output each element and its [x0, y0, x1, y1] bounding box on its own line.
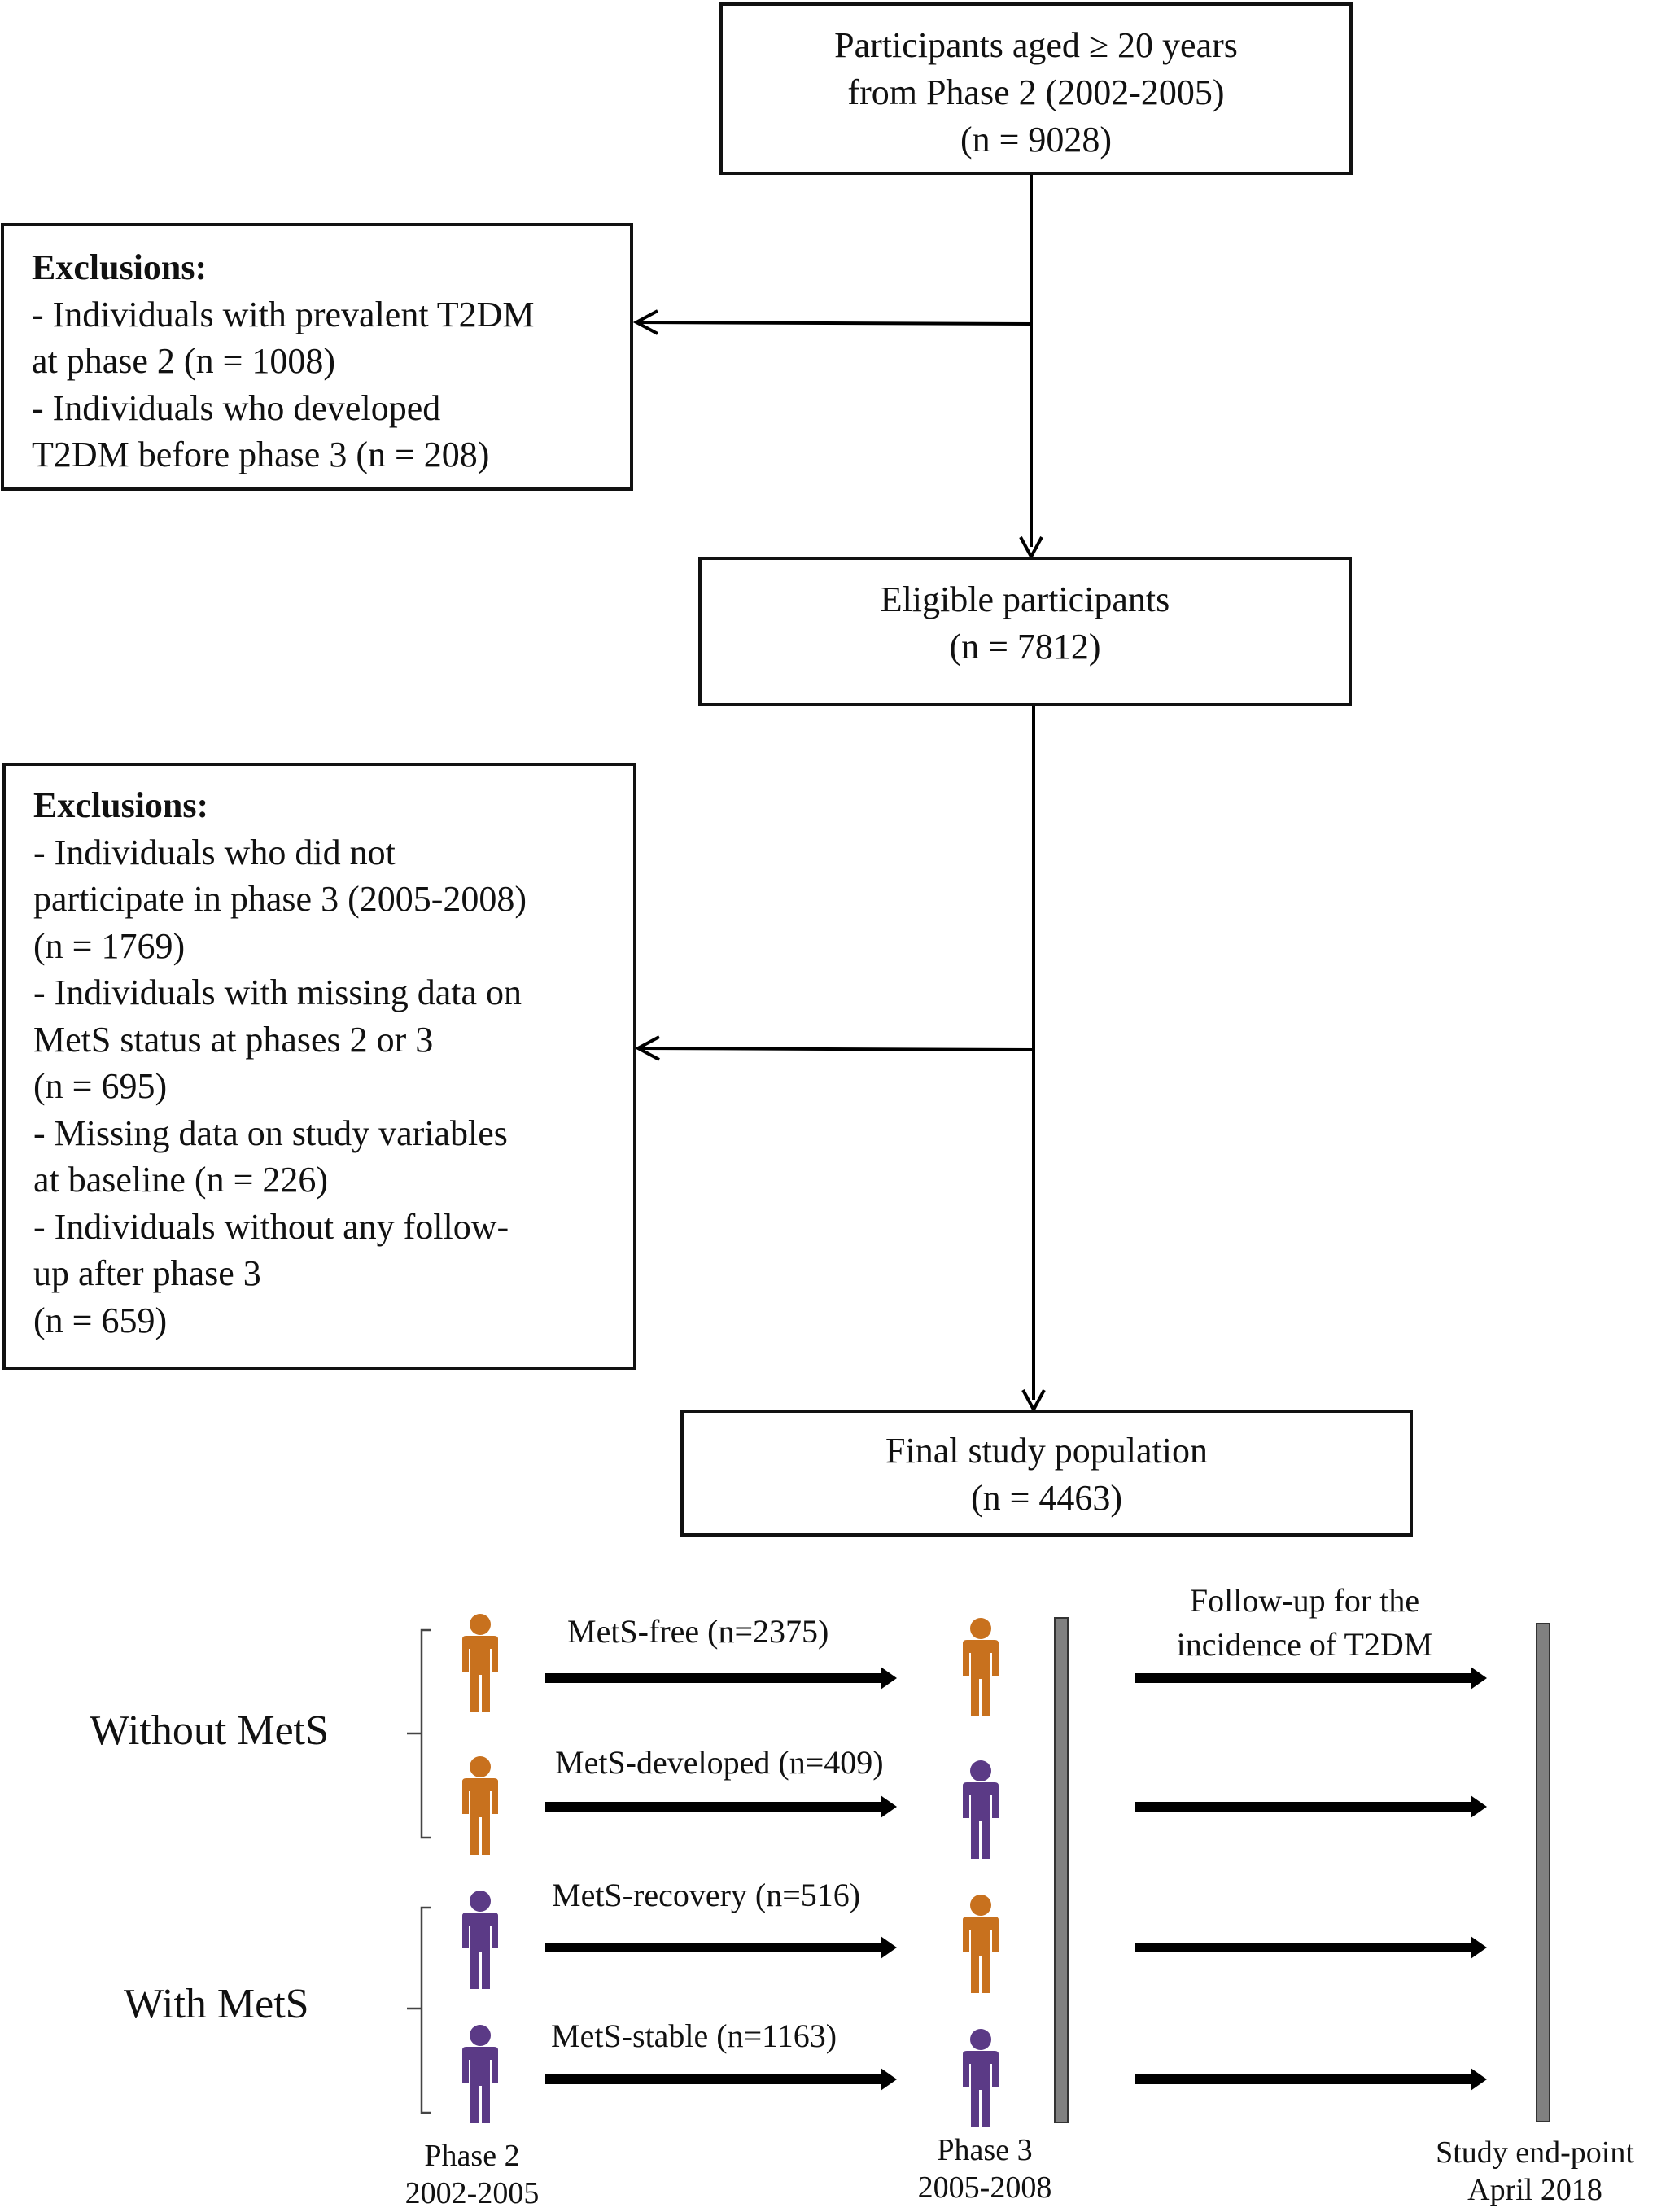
exclusion-line: up after phase 3	[33, 1253, 261, 1293]
exclusion-line: at phase 2 (n = 1008)	[32, 341, 336, 381]
phase3-label-line: Phase 3	[937, 2133, 1033, 2167]
endpoint-label-line: April 2018	[1467, 2173, 1602, 2207]
transition-label-mets-recovery: MetS-recovery (n=516)	[552, 1877, 861, 1913]
exclusion-line: T2DM before phase 3 (n = 208)	[32, 435, 490, 474]
exclusion-arrow-1	[632, 309, 1032, 335]
exclusions-box-1: Exclusions: - Individuals with prevalent…	[1, 223, 633, 491]
transition-label-mets-free: MetS-free (n=2375)	[567, 1613, 829, 1650]
transition-label-mets-developed: MetS-developed (n=409)	[555, 1744, 884, 1781]
person-icon-phase3-mets-stable	[963, 2029, 999, 2127]
endpoint-label: Study end-point April 2018	[1413, 2134, 1657, 2209]
exclusion-arrow-2	[634, 1035, 1034, 1061]
followup-label: Follow-up for the incidence of T2DM	[1154, 1579, 1455, 1667]
phase3-bar	[1054, 1617, 1069, 2123]
group-label-without-mets: Without MetS	[90, 1707, 330, 1754]
exclusion-line: - Individuals with missing data on	[33, 973, 522, 1012]
arrow-mets-stable	[545, 2068, 897, 2091]
phase2-label-line: 2002-2005	[404, 2176, 540, 2210]
flow-connector-1	[1019, 174, 1043, 561]
arrow-mets-developed	[545, 1795, 897, 1818]
person-icon-phase2-mets-free	[462, 1614, 498, 1712]
eligible-box-line: (n = 7812)	[949, 627, 1101, 667]
endpoint-label-line: Study end-point	[1436, 2135, 1634, 2170]
exclusion-line: - Individuals with prevalent T2DM	[32, 294, 535, 334]
start-box: Participants aged ≥ 20 years from Phase …	[719, 2, 1353, 175]
eligible-box: Eligible participants (n = 7812)	[698, 557, 1352, 706]
eligible-box-line: Eligible participants	[880, 579, 1170, 619]
transition-label-mets-stable: MetS-stable (n=1163)	[551, 2017, 837, 2054]
exclusions-title: Exclusions:	[32, 247, 208, 287]
exclusion-line: - Individuals who did not	[33, 832, 396, 872]
arrow-mets-free	[545, 1667, 897, 1690]
start-box-line: from Phase 2 (2002-2005)	[847, 72, 1225, 112]
arrow-mets-recovery	[545, 1936, 897, 1959]
person-icon-phase3-mets-developed	[963, 1760, 999, 1859]
group-label-with-mets: With MetS	[124, 1981, 309, 2027]
phase2-label: Phase 2 2002-2005	[374, 2137, 570, 2212]
followup-arrow-mets-recovery	[1135, 1936, 1487, 1959]
exclusion-line: (n = 695)	[33, 1066, 168, 1106]
followup-label-line: Follow-up for the	[1189, 1582, 1420, 1619]
exclusion-line: (n = 659)	[33, 1300, 168, 1340]
final-box-line: (n = 4463)	[970, 1478, 1123, 1518]
followup-arrow-mets-developed	[1135, 1795, 1487, 1818]
person-icon-phase2-mets-recovery	[462, 1891, 498, 1989]
phase2-label-line: Phase 2	[424, 2139, 520, 2173]
exclusion-line: participate in phase 3 (2005-2008)	[33, 879, 527, 919]
followup-label-line: incidence of T2DM	[1176, 1626, 1433, 1663]
exclusion-line: - Individuals without any follow-	[33, 1206, 509, 1247]
person-icons	[462, 1614, 999, 2127]
followup-arrow-mets-free	[1135, 1667, 1487, 1690]
final-box-line: Final study population	[885, 1431, 1208, 1471]
person-icon-phase3-mets-recovery	[963, 1895, 999, 1993]
start-box-line: (n = 9028)	[960, 120, 1113, 160]
person-icon-phase2-mets-stable	[462, 2025, 498, 2123]
endpoint-bar	[1536, 1623, 1550, 2122]
exclusions-box-2: Exclusions: - Individuals who did not pa…	[2, 763, 636, 1370]
bracket-with-mets	[407, 1906, 431, 2114]
person-icon-phase2-mets-developed	[462, 1756, 498, 1855]
exclusion-line: MetS status at phases 2 or 3	[33, 1019, 434, 1060]
transition-arrows	[545, 1667, 1487, 2091]
final-box: Final study population (n = 4463)	[680, 1410, 1413, 1537]
flow-connector-2	[1021, 706, 1046, 1414]
exclusion-line: (n = 1769)	[33, 925, 186, 966]
phase3-label-line: 2005-2008	[917, 2170, 1052, 2205]
start-box-line: Participants aged ≥ 20 years	[834, 25, 1238, 65]
exclusion-line: at baseline (n = 226)	[33, 1160, 329, 1200]
bracket-without-mets	[407, 1628, 431, 1839]
followup-arrow-mets-stable	[1135, 2068, 1487, 2091]
exclusion-line: - Missing data on study variables	[33, 1113, 508, 1153]
exclusions-title: Exclusions:	[33, 785, 209, 825]
person-icon-phase3-mets-free	[963, 1618, 999, 1716]
exclusion-line: - Individuals who developed	[32, 387, 441, 428]
phase3-label: Phase 3 2005-2008	[887, 2131, 1082, 2206]
